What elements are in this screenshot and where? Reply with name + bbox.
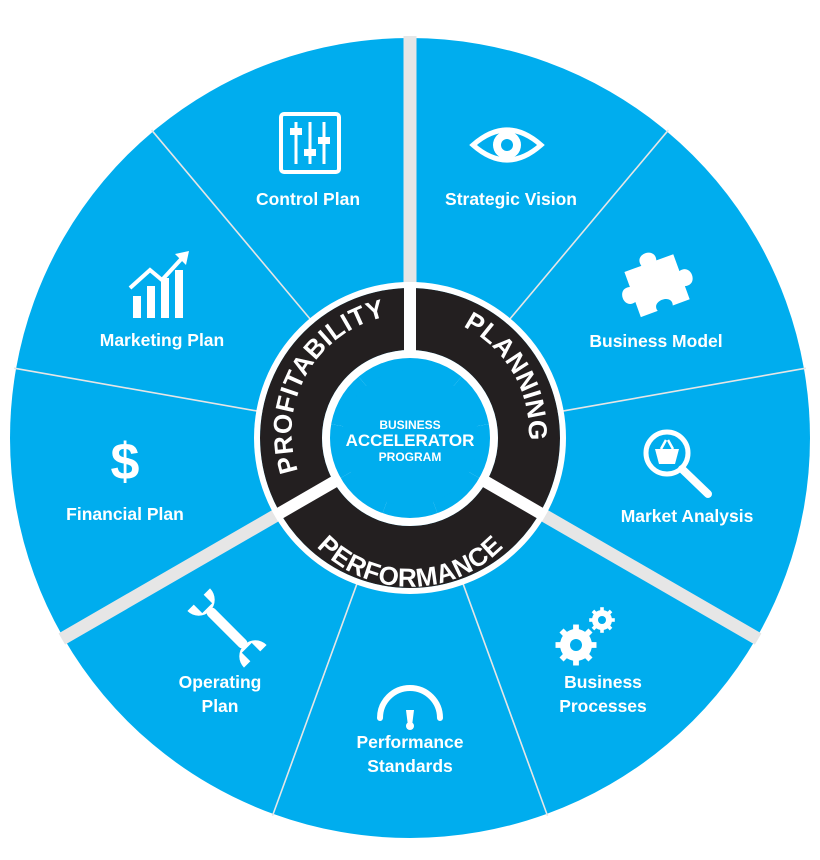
gauge-icon bbox=[377, 685, 443, 730]
dollar-icon: $ bbox=[111, 433, 140, 491]
segment-divider bbox=[13, 367, 263, 413]
segment-label-2: Business Model bbox=[589, 331, 722, 351]
growth-chart-icon bbox=[128, 251, 189, 318]
puzzle-icon bbox=[622, 252, 693, 318]
segment-label-1: Strategic Vision bbox=[445, 189, 577, 209]
gears-icon bbox=[555, 607, 615, 666]
segment-divider bbox=[150, 129, 315, 324]
group-divider bbox=[58, 507, 284, 645]
center-line-program: PROGRAM bbox=[379, 450, 442, 464]
segment-label-8: Marketing Plan bbox=[100, 330, 224, 350]
segment-label-9: Control Plan bbox=[256, 189, 360, 209]
center-line-business: BUSINESS bbox=[379, 418, 440, 432]
segment-divider bbox=[505, 129, 670, 324]
wrench-icon bbox=[187, 588, 267, 668]
basket-magnifier-icon bbox=[643, 429, 712, 498]
group-divider bbox=[536, 507, 762, 645]
segment-label-7: Financial Plan bbox=[66, 504, 184, 524]
segment-divider bbox=[557, 367, 807, 413]
segment-label-3: Market Analysis bbox=[621, 506, 754, 526]
ring-gap bbox=[271, 472, 344, 522]
segment-divider bbox=[460, 578, 549, 817]
sliders-icon bbox=[279, 112, 341, 174]
eye-icon bbox=[469, 127, 545, 163]
center-core bbox=[342, 370, 478, 506]
ring-gap bbox=[476, 472, 549, 522]
center-line-accelerator: ACCELERATOR bbox=[346, 431, 475, 450]
segment-divider bbox=[271, 578, 360, 817]
svg-text:$: $ bbox=[111, 433, 140, 491]
segment-wedge-5 bbox=[273, 438, 547, 839]
